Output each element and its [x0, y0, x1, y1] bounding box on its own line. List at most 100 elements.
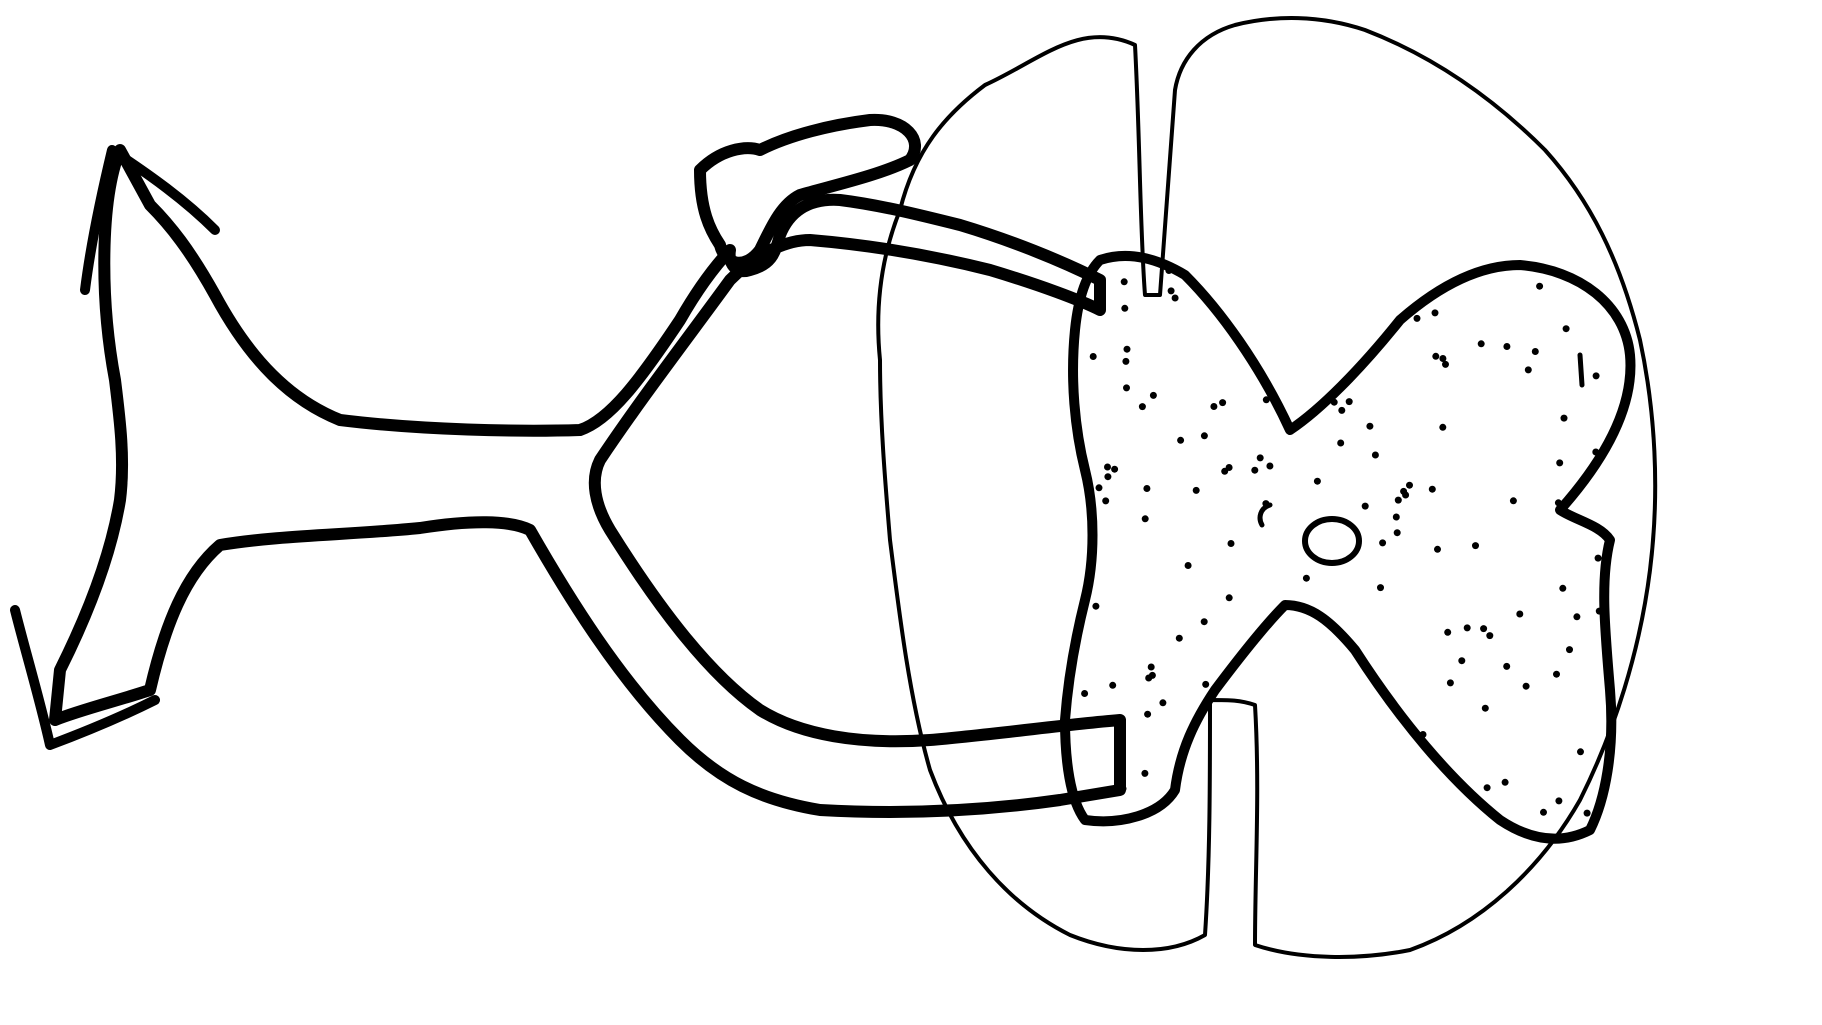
grey-matter-dot: [1486, 632, 1493, 639]
grey-matter-dot: [1510, 497, 1517, 504]
grey-matter-dot: [1447, 679, 1454, 686]
grey-matter-dot: [1472, 542, 1479, 549]
grey-matter-dot: [1150, 392, 1157, 399]
grey-matter-dot: [1263, 396, 1270, 403]
grey-matter-dot: [1165, 267, 1172, 274]
grey-matter-dot: [1338, 407, 1345, 414]
grey-matter-dot: [1149, 672, 1156, 679]
grey-matter-dot: [1266, 463, 1273, 470]
grey-matter-dot: [1226, 594, 1233, 601]
grey-matter-dot: [1555, 499, 1562, 506]
grey-matter-dot: [1394, 529, 1401, 536]
grey-matter-dot: [1556, 459, 1563, 466]
grey-matter-dot: [1584, 810, 1591, 817]
grey-matter-dot: [1120, 785, 1127, 792]
grey-matter-dot: [1596, 608, 1603, 615]
grey-matter-dot: [1141, 770, 1148, 777]
grey-matter-dot: [1210, 403, 1217, 410]
grey-matter-dot: [1111, 466, 1118, 473]
grey-matter-dot: [1228, 540, 1235, 547]
grey-matter-dot: [1172, 295, 1179, 302]
grey-matter-dot: [1123, 384, 1130, 391]
grey-matter-dot: [1439, 424, 1446, 431]
grey-matter-dot: [1400, 488, 1407, 495]
grey-matter-dot: [1503, 663, 1510, 670]
grey-matter-dot: [1331, 399, 1338, 406]
grey-matter-dot: [1148, 664, 1155, 671]
grey-matter-dots: [1081, 267, 1603, 817]
grey-matter-dot: [1168, 287, 1175, 294]
grey-matter-dot: [1092, 603, 1099, 610]
grey-matter-dot: [1434, 546, 1441, 553]
grey-matter-dot: [1104, 464, 1111, 471]
grey-matter-dot: [1337, 440, 1344, 447]
grey-matter-dot: [1144, 711, 1151, 718]
grey-matter-dot: [1366, 423, 1373, 430]
grey-matter-dot: [1201, 432, 1208, 439]
grey-matter-dot: [1346, 398, 1353, 405]
grey-matter-dot: [1593, 372, 1600, 379]
grey-matter-dot: [1478, 340, 1485, 347]
grey-matter-dot: [1118, 760, 1125, 767]
grey-matter-dot: [1502, 779, 1509, 786]
grey-matter-dot: [1433, 754, 1440, 761]
grey-matter-dot: [1122, 358, 1129, 365]
grey-matter-dot: [1102, 497, 1109, 504]
spinal-nerve: [55, 150, 1120, 812]
grey-matter-dot: [1185, 562, 1192, 569]
grey-matter-dot: [1536, 283, 1543, 290]
grey-matter: [1065, 256, 1630, 839]
grey-matter-dot: [1559, 585, 1566, 592]
grey-matter-dot: [1303, 575, 1310, 582]
grey-matter-dot: [1176, 635, 1183, 642]
grey-matter-dot: [1393, 514, 1400, 521]
grey-matter-dot: [1219, 399, 1226, 406]
grey-matter-dot: [1553, 671, 1560, 678]
grey-matter-dot: [1577, 748, 1584, 755]
grey-matter-dot: [1121, 305, 1128, 312]
grey-matter-dot: [1516, 611, 1523, 618]
grey-matter-dot: [1420, 731, 1427, 738]
grey-matter-dot: [1532, 348, 1539, 355]
grey-matter-dot: [1104, 473, 1111, 480]
grey-matter-dot: [1362, 503, 1369, 510]
grey-matter-dot: [1503, 343, 1510, 350]
grey-matter-dot: [1202, 681, 1209, 688]
grey-matter-dot: [1429, 486, 1436, 493]
grey-matter-dot: [1414, 315, 1421, 322]
grey-matter-dot: [1561, 415, 1568, 422]
grey-matter-dot: [1432, 309, 1439, 316]
grey-matter-dot: [1595, 555, 1602, 562]
grey-matter-dot: [1201, 618, 1208, 625]
grey-matter-dot: [1121, 278, 1128, 285]
grey-matter-dot: [1139, 403, 1146, 410]
grey-matter-dot: [1377, 584, 1384, 591]
grey-matter-dot: [1226, 464, 1233, 471]
grey-matter-dot: [1523, 683, 1530, 690]
grey-matter-dot: [1314, 478, 1321, 485]
grey-matter-dot: [1458, 657, 1465, 664]
grey-matter-dot: [1251, 467, 1258, 474]
grey-matter-mark-left: [1260, 505, 1270, 525]
grey-matter-dot: [1142, 515, 1149, 522]
grey-matter-dot: [1395, 497, 1402, 504]
grey-matter-dot: [1525, 366, 1532, 373]
grey-matter-dot: [1573, 613, 1580, 620]
grey-matter-dot: [1482, 705, 1489, 712]
grey-matter-dot: [1444, 629, 1451, 636]
grey-matter-dot: [1379, 539, 1386, 546]
grey-matter-dot: [1566, 646, 1573, 653]
grey-matter-dot: [1555, 797, 1562, 804]
grey-matter-dot: [1096, 484, 1103, 491]
grey-matter-dot: [1109, 682, 1116, 689]
grey-matter-dot: [1484, 784, 1491, 791]
grey-matter-dot: [1480, 625, 1487, 632]
grey-matter-mark-right: [1580, 355, 1582, 385]
grey-matter-dot: [1372, 452, 1379, 459]
grey-matter-dot: [1406, 482, 1413, 489]
grey-matter-dot: [1432, 353, 1439, 360]
grey-matter-dot: [1563, 325, 1570, 332]
grey-matter-dot: [1592, 449, 1599, 456]
grey-matter-dot: [1464, 624, 1471, 631]
